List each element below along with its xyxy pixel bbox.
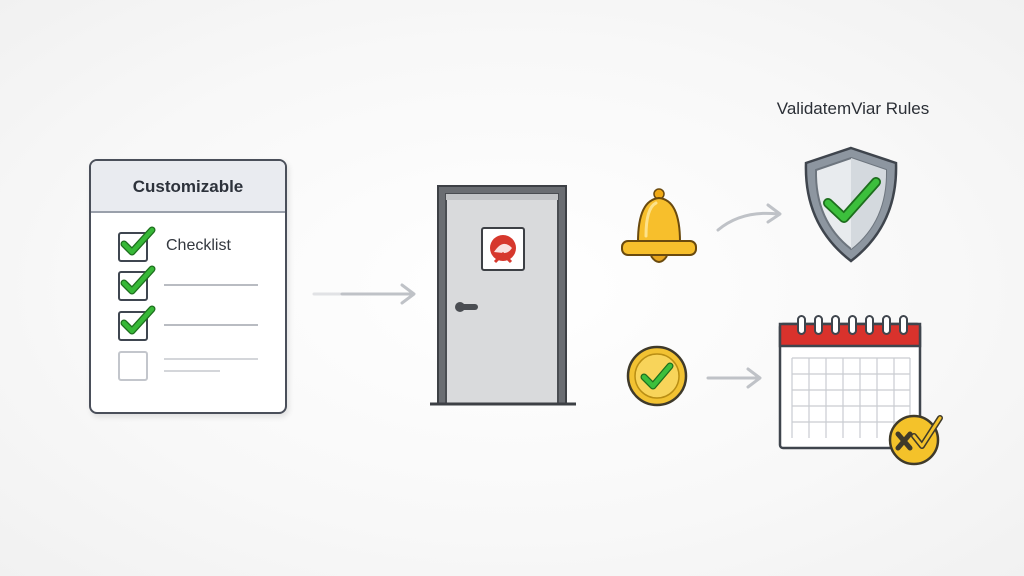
- check-mark-icon: [120, 265, 156, 295]
- checklist-header: Customizable: [91, 161, 285, 213]
- calendar-badge-icon: [888, 414, 943, 466]
- arrow-right-icon: [716, 203, 782, 232]
- checklist-title: Customizable: [132, 177, 244, 196]
- shield-check-icon: [804, 146, 898, 263]
- checklist-item-line: [164, 370, 220, 372]
- alert-sign-icon: [481, 227, 525, 271]
- check-mark-icon: [120, 305, 156, 335]
- checklist-card: Customizable Checklist: [89, 159, 287, 414]
- checkbox-checked[interactable]: [118, 226, 156, 262]
- checklist-item-line: [164, 324, 258, 326]
- checklist-item-line: [164, 358, 258, 360]
- arrow-right-icon: [312, 283, 416, 305]
- arrow-right-icon: [706, 367, 762, 389]
- check-mark-icon: [120, 226, 156, 256]
- door-icon: [430, 185, 576, 406]
- checklist-item-label: Checklist: [166, 237, 231, 254]
- checkbox-checked[interactable]: [118, 265, 156, 301]
- check-badge-icon: [626, 345, 688, 407]
- calendar-icon: [778, 315, 922, 450]
- checkbox-unchecked[interactable]: [118, 351, 148, 381]
- checklist-item-line: [164, 284, 258, 286]
- bell-icon: [621, 188, 697, 263]
- checkbox-checked[interactable]: [118, 305, 156, 341]
- rules-title: ValidatemViar Rules: [776, 99, 930, 118]
